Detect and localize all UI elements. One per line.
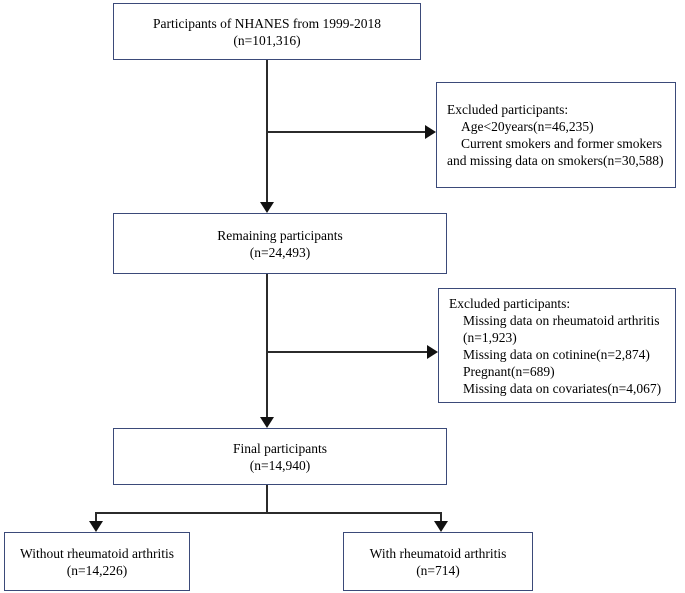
exclusion-one-heading: Excluded participants: <box>447 102 569 117</box>
box-outcome-without-ra: Without rheumatoid arthritis (n=14,226) <box>4 532 190 591</box>
arrowhead-to-exclusion-two <box>427 345 438 359</box>
box-final-participants: Final participants (n=14,940) <box>113 428 447 485</box>
box-outcome-with-ra: With rheumatoid arthritis (n=714) <box>343 532 533 591</box>
outcome-with-ra-label: With rheumatoid arthritis <box>369 545 507 561</box>
exclusion-two-heading: Excluded participants: <box>449 295 571 311</box>
exclusion-two-item-pregnant: Pregnant(n=689) <box>463 363 555 379</box>
exclusion-one-item-smokers-a: Current smokers and former smokers <box>461 136 662 151</box>
outcome-with-ra-count: (n=714) <box>416 562 460 578</box>
exclusion-two-item-ra-missing-count: (n=1,923) <box>463 329 517 345</box>
exclusion-one-item-smokers-b: and missing data on smokers(n=30,588) <box>447 153 664 168</box>
source-population-line-1: Participants of NHANES from 1999-2018 <box>153 15 381 31</box>
arrowhead-to-outcome-with-ra <box>434 521 448 532</box>
remaining-participants-label: Remaining participants <box>217 227 343 243</box>
connector-trunk-upper <box>266 60 268 207</box>
exclusion-one-item-age: Age<20years(n=46,235) <box>461 119 594 134</box>
outcome-without-ra-label: Without rheumatoid arthritis <box>20 545 174 561</box>
connector-split-bar <box>95 512 442 514</box>
box-exclusion-one: Excluded participants: Age<20years(n=46,… <box>436 82 676 188</box>
final-participants-count: (n=14,940) <box>249 457 311 473</box>
exclusion-two-item-covariates: Missing data on covariates(n=4,067) <box>463 380 662 396</box>
exclusion-two-item-ra-missing: Missing data on rheumatoid arthritis <box>463 312 660 328</box>
remaining-participants-count: (n=24,493) <box>249 244 311 260</box>
connector-trunk-lower <box>266 274 268 422</box>
exclusion-two-item-cotinine: Missing data on cotinine(n=2,874) <box>463 346 650 362</box>
final-participants-label: Final participants <box>232 440 328 456</box>
arrowhead-to-outcome-without-ra <box>89 521 103 532</box>
arrowhead-to-exclusion-one <box>425 125 436 139</box>
box-exclusion-two: Excluded participants: Missing data on r… <box>438 288 676 403</box>
connector-split-left-drop <box>95 512 97 524</box>
connector-branch-exclusion-one <box>266 131 427 133</box>
connector-branch-exclusion-two <box>266 351 429 353</box>
arrowhead-to-remaining-participants <box>260 202 274 213</box>
box-remaining-participants: Remaining participants (n=24,493) <box>113 213 447 274</box>
connector-split-stem <box>266 485 268 513</box>
outcome-without-ra-count: (n=14,226) <box>66 562 128 578</box>
arrowhead-to-final-participants <box>260 417 274 428</box>
source-population-count: (n=101,316) <box>233 32 301 48</box>
box-source-population: Participants of NHANES from 1999-2018 (n… <box>113 3 421 60</box>
connector-split-right-drop <box>440 512 442 524</box>
